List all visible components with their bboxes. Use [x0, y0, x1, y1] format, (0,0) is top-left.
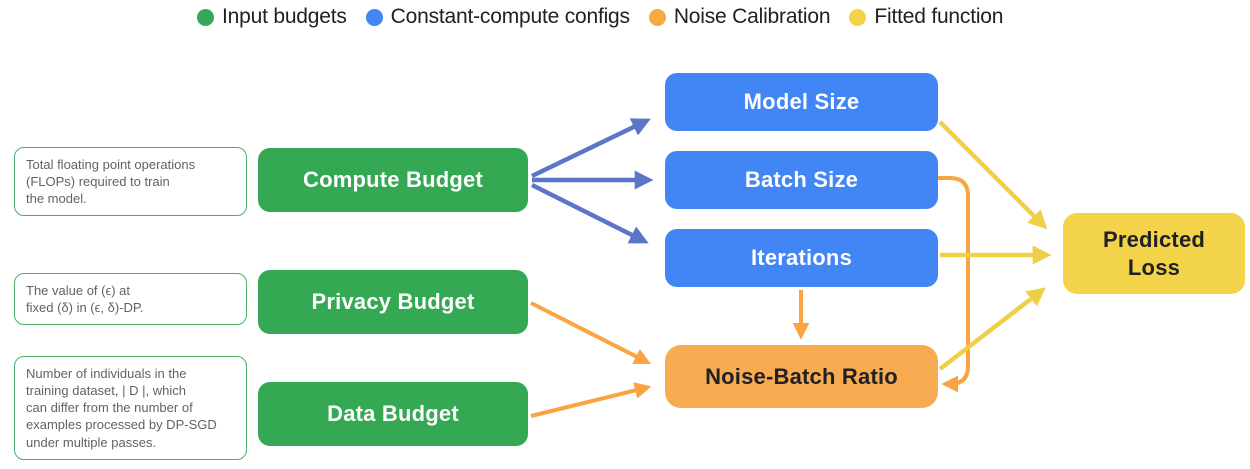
arrow-data-to-noise-batch-ratio	[530, 382, 652, 418]
arrow-model-size-to-predicted-loss	[938, 120, 1048, 230]
legend-item-noise-calibration: Noise Calibration	[648, 5, 831, 29]
yellow-dot-icon	[849, 8, 867, 26]
legend-item-fitted-function: Fitted function	[849, 5, 1003, 29]
legend: Input budgets Constant-compute configs N…	[197, 5, 1003, 29]
node-iterations: Iterations	[665, 229, 938, 287]
legend-label: Fitted function	[874, 5, 1004, 28]
arrow-privacy-to-noise-batch-ratio	[530, 301, 651, 365]
node-model-size: Model Size	[665, 73, 938, 131]
legend-item-constant-compute-configs: Constant-compute configs	[365, 5, 630, 29]
note-privacy-budget: The value of (ϵ) at fixed (δ) in (ϵ, δ)-…	[14, 273, 247, 326]
node-batch-size: Batch Size	[665, 151, 938, 209]
arrow-noise-batch-ratio-to-predicted-loss	[938, 287, 1046, 371]
node-compute-budget: Compute Budget	[258, 148, 528, 212]
node-data-budget: Data Budget	[258, 382, 528, 446]
arrow-compute-to-iterations	[530, 182, 649, 244]
arrow-compute-to-model-size	[531, 118, 651, 179]
node-noise-batch-ratio: Noise-Batch Ratio	[665, 345, 938, 408]
green-dot-icon	[197, 8, 214, 26]
legend-item-input-budgets: Input budgets	[197, 5, 347, 29]
legend-label: Noise Calibration	[673, 5, 831, 28]
note-compute-budget: Total floating point operations (FLOPs) …	[14, 147, 247, 217]
node-predicted-loss: Predicted Loss	[1063, 213, 1245, 294]
orange-dot-icon	[648, 8, 666, 26]
legend-label: Constant-compute configs	[390, 5, 630, 28]
arrow-batch-size-to-noise-batch-ratio	[938, 176, 970, 393]
node-privacy-budget: Privacy Budget	[258, 270, 528, 334]
note-data-budget: Number of individuals in the training da…	[14, 356, 247, 460]
legend-label: Input budgets	[222, 5, 347, 28]
blue-dot-icon	[365, 8, 383, 26]
